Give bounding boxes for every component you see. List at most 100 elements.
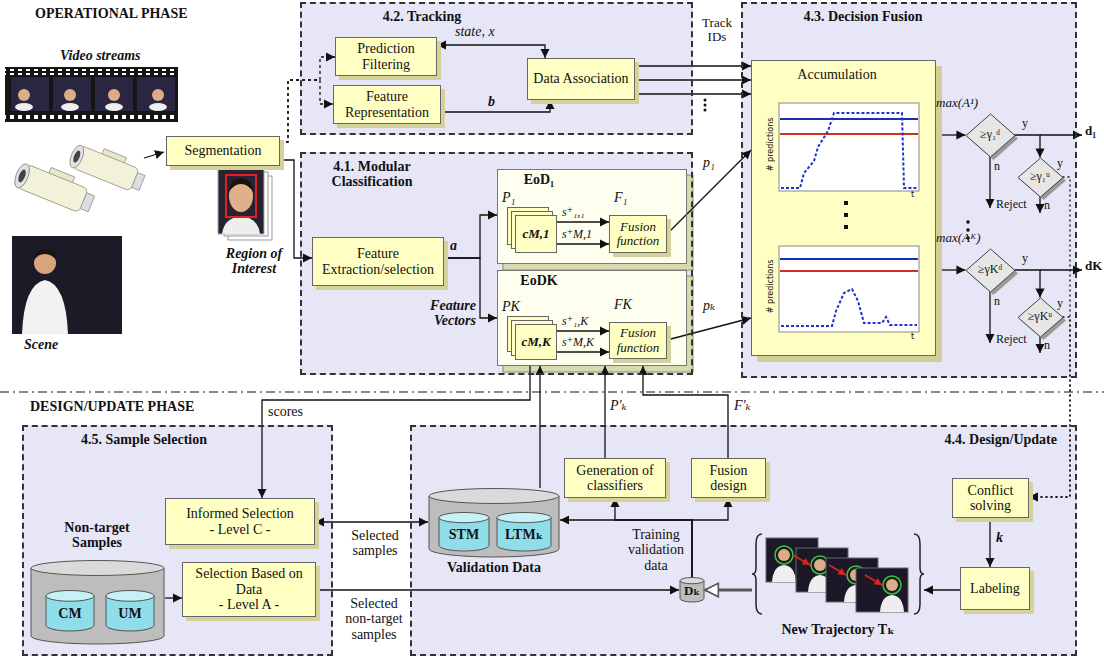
motion-arrow: [829, 565, 846, 575]
diamond-outline: [1018, 158, 1063, 197]
connector-label: b: [488, 94, 495, 109]
database-cylinder: CMUMNon-target Samples: [30, 560, 165, 645]
label-holder: t: [911, 333, 914, 342]
connector: [316, 589, 679, 590]
panel-fill: [410, 425, 1077, 656]
process-box: Feature Extraction/selection: [312, 237, 444, 286]
connector: [262, 366, 530, 498]
label-holder: k: [996, 530, 1003, 545]
camera-back: [80, 193, 94, 212]
process-box: Prediction Filtering: [335, 37, 437, 76]
node-text: 4.2. Tracking: [312, 9, 532, 24]
text-slot: ≥γ₁ᵈ: [980, 128, 1000, 141]
connector: [444, 215, 497, 258]
label-holder: Feature Vectors: [408, 298, 476, 329]
scene-background: [12, 236, 122, 334]
person-body: [222, 216, 260, 234]
person-face: [18, 89, 30, 101]
label-holder: F'ₖ: [734, 398, 751, 413]
connector: [692, 498, 728, 577]
label-text: Region of Interest: [212, 246, 296, 277]
reject-arrow: [989, 291, 990, 344]
shape-outline: [752, 61, 937, 357]
connector: [667, 150, 751, 234]
node-text: Prediction Filtering: [340, 41, 432, 72]
cylinder-body: [680, 581, 704, 602]
text-slot: Segmentation: [185, 143, 262, 158]
text-slot: Fusion function: [614, 326, 662, 355]
person-body: [149, 103, 167, 111]
text-slot: Accumulation: [762, 67, 912, 82]
person-face: [108, 89, 120, 101]
panel-fill: [741, 2, 1077, 378]
node-text: Segmentation: [185, 143, 262, 158]
diamond-outline: [1018, 298, 1063, 337]
camera-glass: [72, 150, 82, 164]
text-slot: Fusion function: [614, 220, 662, 249]
label-holder: n: [994, 160, 1000, 173]
connector: [1015, 270, 1041, 298]
node-text: Fusion function: [614, 326, 662, 355]
classifier-stack: PKcM,K: [515, 324, 557, 360]
diamond-outline: [966, 114, 1015, 157]
ensemble-box: PKcM,KFKFusion functionEoDK: [497, 270, 687, 366]
label-text: Reject: [996, 198, 1027, 211]
node-text: Fusion function: [614, 220, 662, 249]
connector: [557, 243, 609, 244]
label-text: t: [911, 333, 914, 342]
connector: [936, 134, 966, 135]
threshold-line: [780, 270, 918, 272]
cylinder-top: [46, 591, 94, 602]
connector-label: pₖ: [703, 298, 715, 313]
node-text: Fusion design: [696, 463, 761, 494]
text-slot: LTMₖ: [505, 527, 543, 542]
label-holder: a: [450, 238, 457, 253]
text-slot: UM: [118, 606, 141, 621]
text-slot: 4.2. Tracking: [312, 9, 532, 24]
scene-photo: [12, 236, 122, 334]
node-text: Informed Selection: [186, 506, 294, 521]
node-text: Selection Based on Data: [187, 566, 311, 597]
database-cylinder: STMLTMₖValidation Data: [428, 488, 560, 558]
panel-fill: [300, 152, 693, 375]
connector-label: k: [996, 530, 1003, 545]
node-text: F₁: [614, 190, 627, 205]
text-slot: Generation of classifiers: [569, 463, 661, 494]
node-text: 4.5. Sample Selection: [34, 432, 254, 447]
module-panel: Feature Extraction/selectionP₁cM,1F₁Fusi…: [300, 152, 693, 375]
label-holder: n: [1044, 199, 1050, 212]
connector-label: p₁: [703, 155, 715, 170]
node-text: ≥γKᵘ: [1028, 310, 1053, 323]
dot: [844, 225, 848, 229]
camera-lens: [12, 162, 33, 190]
threshold-line: [780, 258, 918, 260]
person-body: [880, 595, 904, 612]
connector-label: y: [1022, 252, 1028, 265]
node-text: UM: [118, 606, 141, 621]
process-box: Generation of classifiers: [564, 458, 666, 498]
connector-label: max(Aᴷ): [936, 231, 981, 245]
connector: [557, 330, 609, 331]
label-holder: max(Aᴷ): [936, 231, 981, 245]
threshold-line: [780, 118, 918, 120]
label-holder: scores: [268, 404, 303, 419]
tracking-circle: [883, 576, 901, 594]
node-text: cM,K: [521, 335, 550, 349]
person-body: [22, 280, 68, 334]
video-frame: [856, 568, 908, 612]
ensemble-box: P₁cM,1F₁Fusion functionEoD₁: [497, 169, 687, 264]
label-holder: dK: [1085, 259, 1102, 273]
label-holder: Scene: [24, 337, 58, 352]
label-holder: n: [1044, 339, 1050, 352]
person-body: [15, 103, 33, 111]
connector-label: y: [1057, 157, 1063, 170]
node-text: Dₖ: [684, 584, 700, 598]
process-box: Data Association: [527, 58, 635, 100]
node-text: FK: [614, 297, 632, 312]
process-box: Labeling: [960, 567, 1030, 610]
connector: [441, 100, 550, 112]
node-text: PK: [502, 299, 520, 314]
node-text: Labeling: [970, 581, 1020, 596]
module-panel: Informed Selection- Level C -CMUMNon-tar…: [22, 425, 333, 656]
fusion-box: FKFusion function: [609, 322, 667, 359]
